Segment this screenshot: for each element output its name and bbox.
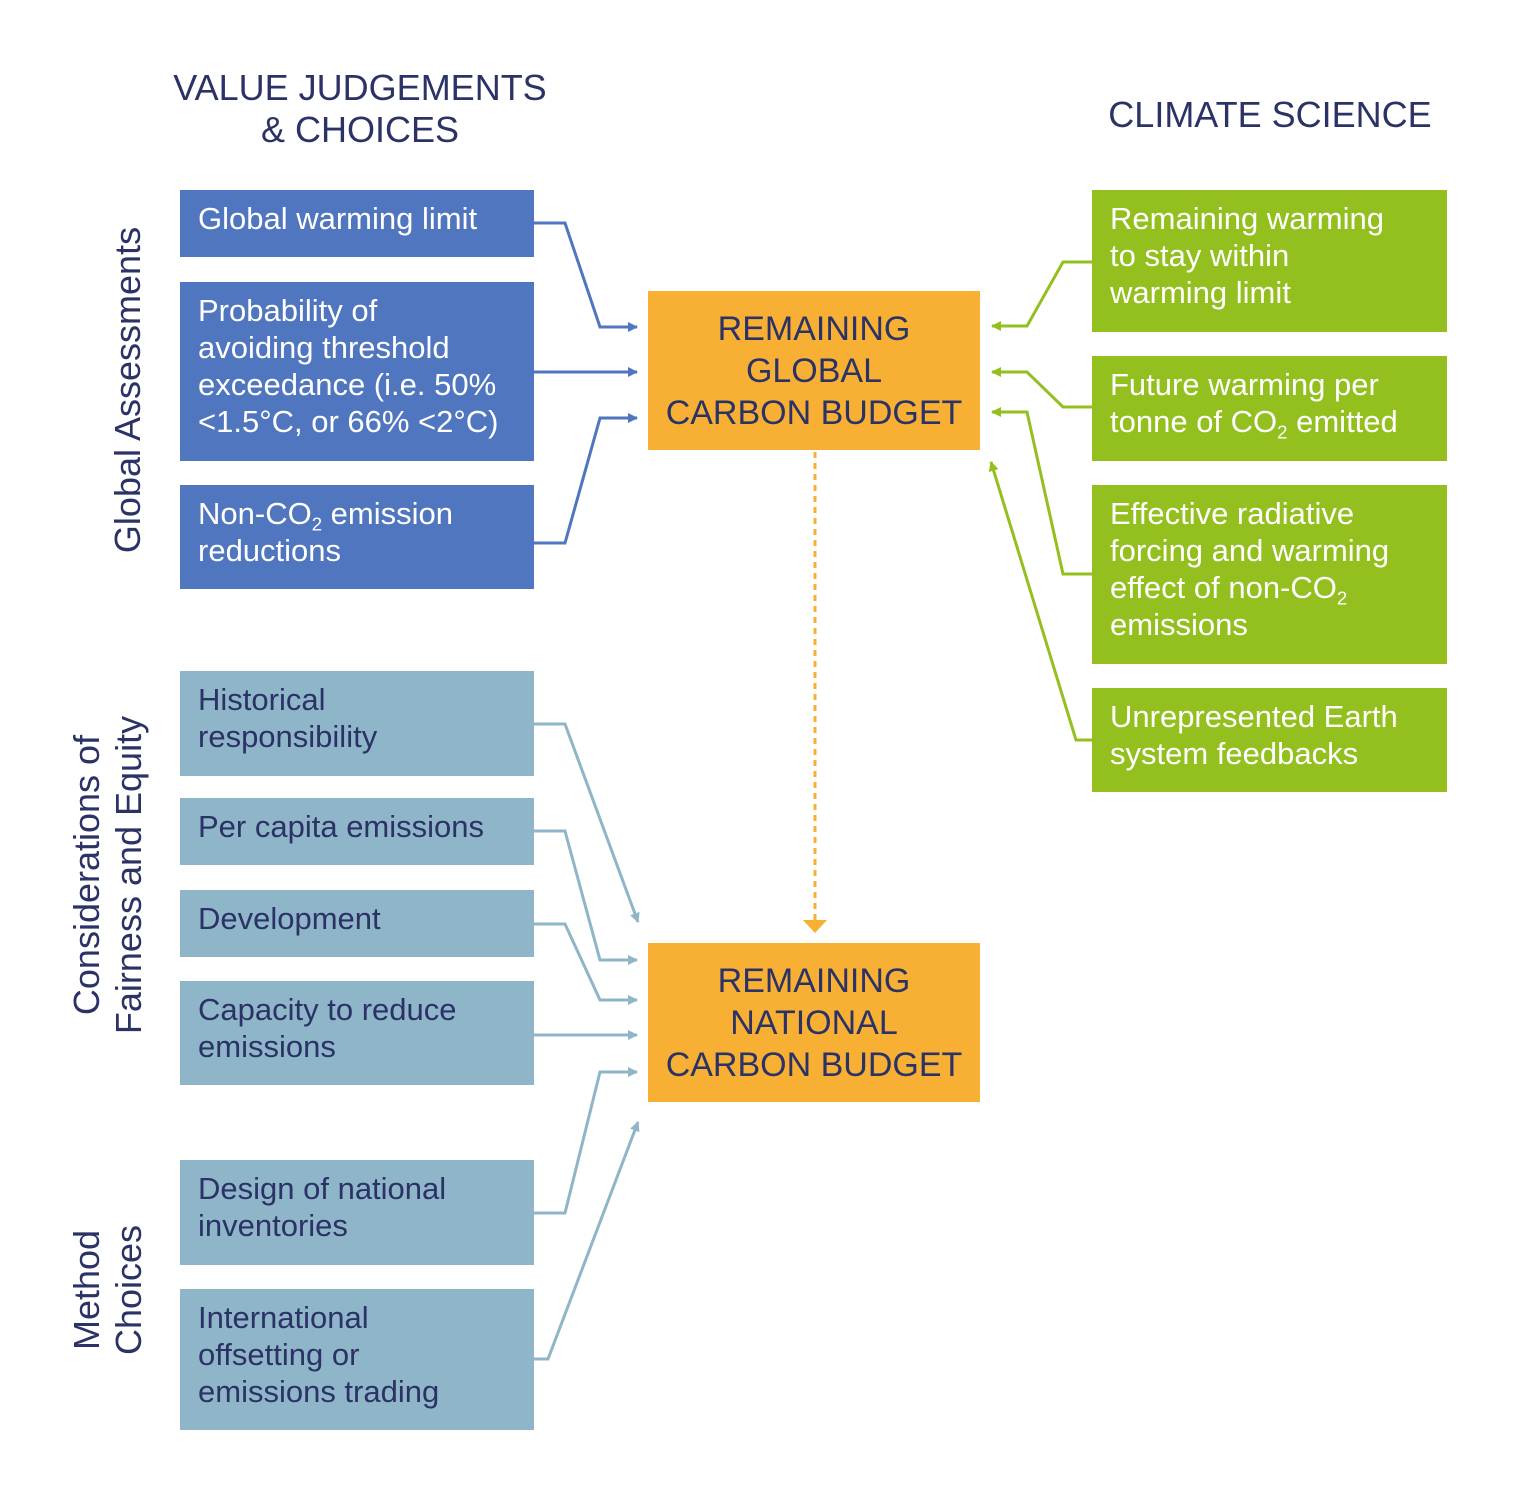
method-choices-label: Method Choices (66, 1224, 149, 1356)
remaining-warming-box: Remaining warming to stay within warming… (1092, 190, 1447, 332)
future-warming-box: Future warming per tonne of CO2 emitted (1092, 356, 1447, 461)
non-co2-effect-line: effect of non-CO2 (1110, 570, 1348, 609)
arrow-nonco2-to-global (534, 413, 638, 545)
arrow-global-to-national-head (803, 920, 827, 933)
development-box: Development (180, 890, 534, 957)
arrow-inventories-to-national (534, 1067, 638, 1215)
co2-emitted-line: tonne of CO2 emitted (1110, 404, 1398, 443)
earth-system-feedbacks-box: Unrepresented Earth system feedbacks (1092, 688, 1447, 792)
capacity-to-reduce-box: Capacity to reduce emissions (180, 981, 534, 1085)
non-co2-line: Non-CO2 emission (198, 496, 453, 535)
global-carbon-budget-box: REMAINING GLOBAL CARBON BUDGET (648, 291, 980, 450)
national-carbon-budget-box: REMAINING NATIONAL CARBON BUDGET (648, 943, 980, 1102)
national-inventories-box: Design of national inventories (180, 1160, 534, 1265)
fairness-equity-label: Considerations of Fairness and Equity (66, 715, 149, 1035)
value-judgements-heading: VALUE JUDGEMENTS & CHOICES (173, 67, 547, 150)
international-offsetting-box: International offsetting or emissions tr… (180, 1289, 534, 1430)
radiative-forcing-box: Effective radiative forcing and warming … (1092, 485, 1447, 664)
arrow-feedbacks-to-global (988, 461, 1092, 742)
arrow-percapita-to-national (534, 829, 638, 965)
per-capita-emissions-box: Per capita emissions (180, 798, 534, 865)
climate-science-heading: CLIMATE SCIENCE (1108, 94, 1432, 135)
arrow-offsetting-to-national (534, 1121, 640, 1361)
global-assessments-label: Global Assessments (107, 226, 148, 554)
arrow-development-to-national (534, 922, 638, 1005)
arrow-remaining-warming-to-global (991, 260, 1092, 331)
global-warming-limit-box: Global warming limit (180, 190, 534, 257)
arrow-historical-to-national (534, 722, 640, 923)
arrow-future-warming-to-global (991, 367, 1092, 409)
probability-box: Probability of avoiding threshold exceed… (180, 282, 534, 461)
non-co2-reductions-box: Non-CO2 emission reductions (180, 485, 534, 589)
arrow-warming-limit-to-global (534, 221, 638, 332)
historical-responsibility-box: Historical responsibility (180, 671, 534, 776)
arrow-radiative-forcing-to-global (991, 407, 1092, 576)
